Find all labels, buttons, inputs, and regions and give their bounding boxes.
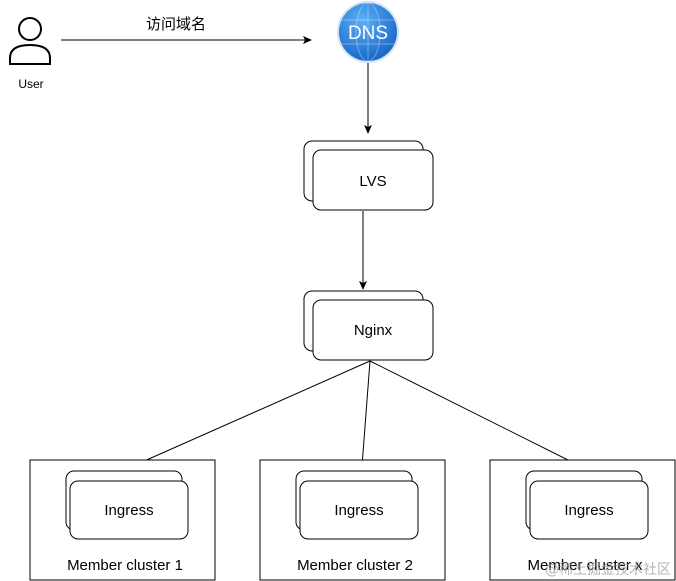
edge-dns-to-lvs (364, 63, 372, 134)
nginx-label: Nginx (354, 322, 393, 339)
lvs-node (303, 140, 434, 211)
cluster-1-title: Member cluster 1 (67, 557, 183, 574)
cluster-2-title: Member cluster 2 (297, 557, 413, 574)
dns-label: DNS (348, 23, 388, 44)
edge-user-to-dns (61, 36, 312, 44)
cluster-2 (259, 459, 446, 581)
lvs-label: LVS (359, 173, 386, 190)
cluster-x (489, 459, 676, 581)
user-icon (9, 17, 51, 65)
nginx-node (303, 290, 434, 361)
cluster-1-ingress-label: Ingress (104, 502, 153, 519)
cluster-1 (29, 459, 216, 581)
edge-nginx-to-cluster-2 (358, 360, 371, 473)
edge-nginx-to-cluster-1 (127, 360, 371, 469)
cluster-x-ingress-label: Ingress (564, 502, 613, 519)
globe-icon (337, 1, 399, 63)
cluster-x-title: Member cluster x (527, 557, 643, 574)
user-label: User (18, 77, 43, 91)
cluster-2-ingress-label: Ingress (334, 502, 383, 519)
watermark: @稀土掘金技术社区 (545, 562, 671, 578)
edge-lvs-to-nginx (359, 211, 367, 290)
edge-user-to-dns-label: 访问域名 (146, 16, 206, 33)
edge-nginx-to-cluster-x (369, 360, 585, 469)
